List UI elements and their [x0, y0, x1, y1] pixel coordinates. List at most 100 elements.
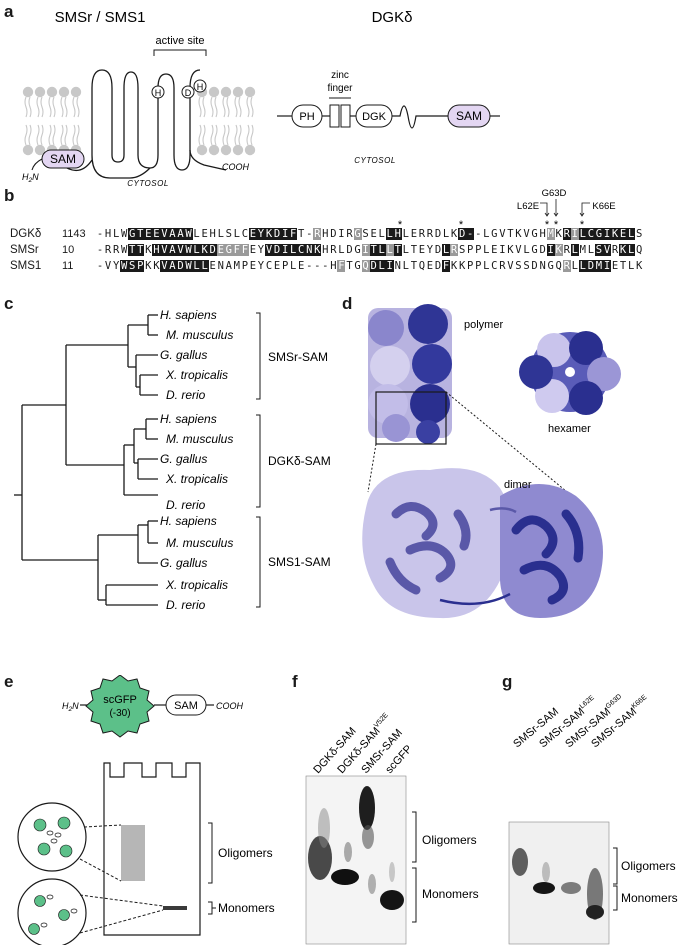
scgfp-charge: (-30) — [109, 708, 130, 719]
residue: W — [184, 228, 193, 240]
mutation-k66e: K66E — [592, 201, 615, 212]
residue: G — [354, 260, 361, 272]
residue: E — [298, 260, 305, 272]
oligomer-label-e: Oligomers — [218, 846, 273, 860]
residue: R — [611, 244, 619, 256]
sam-domain-left-label: SAM — [50, 152, 76, 166]
species-smsr-d-rerio: D. rerio — [166, 388, 206, 402]
residue: L — [402, 228, 409, 240]
conserved-star-3: * — [545, 219, 550, 231]
oligomer-band — [121, 825, 145, 881]
residue: R — [450, 244, 459, 256]
dimer-structure — [362, 468, 603, 619]
residue: K — [200, 244, 209, 256]
conserved-star-1: * — [398, 219, 403, 231]
residue: A — [176, 228, 185, 240]
residue: R — [562, 228, 571, 240]
residue: - — [314, 260, 321, 272]
residue: P — [467, 260, 474, 272]
species-dgk-d-rerio: D. rerio — [166, 498, 206, 512]
residue: - — [475, 228, 482, 240]
scgfp-label: scGFP — [103, 694, 137, 706]
gel-g-monomer-bracket — [613, 885, 618, 911]
residue-h-2: H — [197, 82, 204, 92]
residue: R — [346, 228, 353, 240]
residue: V — [160, 244, 169, 256]
residue: L — [627, 228, 636, 240]
residue: L — [523, 244, 530, 256]
residue: G — [594, 228, 603, 240]
residue: G — [531, 244, 538, 256]
cytosolic-loop — [91, 154, 151, 179]
residue: V — [104, 260, 112, 272]
residue: A — [168, 244, 177, 256]
residue: K — [507, 244, 514, 256]
residue: Y — [112, 260, 120, 272]
zoom-dash-3 — [79, 894, 164, 907]
residue: L — [217, 228, 224, 240]
residue: M — [594, 260, 603, 272]
species-dgk-x-tropicalis: X. tropicalis — [165, 472, 228, 486]
zoom-line-right — [445, 391, 573, 497]
residue: H — [322, 228, 329, 240]
panel-e-schematic: H2N scGFP (-30) SAM COOH Oligomers Monom… — [17, 675, 275, 945]
residue: L — [200, 260, 209, 272]
residue: R — [112, 244, 120, 256]
conserved-star-4: * — [554, 219, 559, 231]
zoom-dash-2 — [79, 858, 122, 882]
gel-g-monomer-label: Monomers — [621, 891, 678, 905]
active-site-label: active site — [156, 35, 205, 47]
smsr-sms1-title: SMSr / SMS1 — [55, 9, 146, 26]
residue: L — [402, 260, 409, 272]
residue: C — [297, 244, 306, 256]
species-smsr-x-tropicalis: X. tropicalis — [165, 368, 228, 382]
residue: D — [369, 260, 378, 272]
residue: L — [627, 260, 635, 272]
residue: D — [330, 228, 337, 240]
residue: Y — [257, 244, 265, 256]
mutation-l62e: L62E — [517, 201, 539, 212]
species-dgk-g-gallus: G. gallus — [160, 452, 207, 466]
residue: Q — [636, 244, 643, 256]
cytosol-label-right: CYTOSOL — [354, 156, 396, 165]
monomer-band — [163, 906, 187, 910]
residue: D — [273, 244, 282, 256]
residue: G — [224, 244, 233, 256]
residue: D — [434, 260, 442, 272]
residue: P — [475, 244, 482, 256]
residue: K — [515, 228, 522, 240]
zinc-finger-label-2: finger — [327, 83, 353, 94]
residue: T — [298, 228, 305, 240]
transmembrane-protein — [91, 69, 201, 171]
residue: C — [241, 228, 249, 240]
residue: W — [121, 244, 128, 256]
residue: G — [547, 260, 554, 272]
residue: Q — [555, 260, 562, 272]
residue: Y — [256, 228, 265, 240]
residue: N — [539, 260, 546, 272]
residue-d-circle — [181, 85, 195, 99]
residue: D — [434, 244, 442, 256]
oligomer-zoom-circle — [17, 802, 87, 872]
oligomer-bracket — [208, 822, 213, 884]
residue: E — [216, 244, 225, 256]
tree-branches — [14, 314, 158, 606]
residue: H — [104, 228, 112, 240]
residue-h-circle-2 — [193, 79, 207, 93]
residue: P — [241, 260, 249, 272]
residue: L — [385, 244, 394, 256]
polymer-label: polymer — [464, 319, 503, 331]
arrow-l62e — [540, 202, 548, 215]
residue: I — [602, 228, 611, 240]
residue: L — [192, 244, 201, 256]
residue: T — [128, 244, 137, 256]
panel-f-gel: DGKδ-SAM DGKδ-SAMV52E SMSr-SAM scGFP Oli… — [305, 712, 479, 945]
residue: K — [145, 244, 152, 256]
residue: Q — [418, 260, 426, 272]
residue: S — [594, 244, 603, 256]
residue: E — [619, 228, 628, 240]
species-sms1-x-tropicalis: X. tropicalis — [165, 578, 228, 592]
residue: - — [322, 260, 329, 272]
species-labels: H. sapiens M. musculus G. gallus X. trop… — [160, 308, 233, 612]
